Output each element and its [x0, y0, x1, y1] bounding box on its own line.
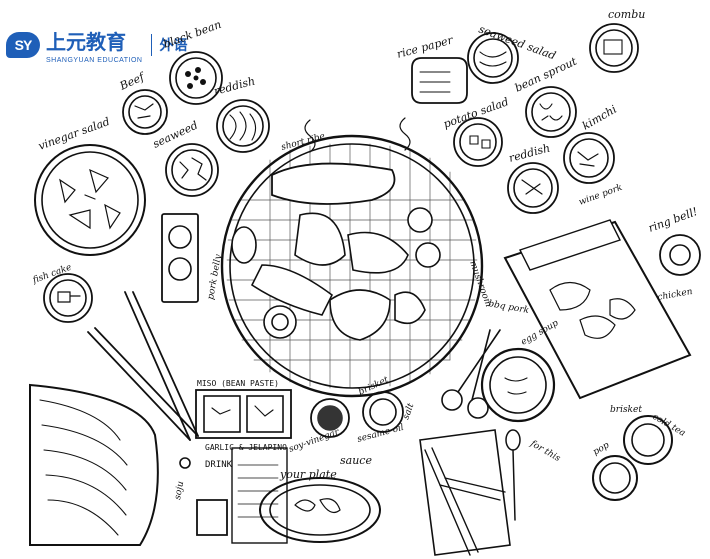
kimchi-dish — [563, 132, 615, 184]
label-miso: MISO (BEAN PASTE) — [197, 379, 279, 388]
label-brisket: brisket — [610, 405, 642, 415]
miso-garlic-tray — [195, 389, 292, 439]
meat-platter — [29, 383, 159, 546]
side-dish-seaweed — [165, 143, 219, 197]
pop-can — [592, 455, 638, 501]
label-reddish-right: reddish — [507, 141, 551, 164]
cold-tea-can — [623, 415, 673, 465]
label-short-rib: short ribe — [280, 132, 326, 153]
label-sauce: sauce — [340, 454, 372, 467]
sauce-tray-left — [161, 213, 199, 303]
side-dish-beef — [122, 89, 168, 135]
label-salt: salt — [401, 402, 416, 421]
tongs — [87, 291, 199, 441]
logo-chinese-name: 上元教育 — [46, 30, 126, 54]
reddish-dish-right — [507, 162, 559, 214]
soju-glass — [179, 457, 228, 536]
label-reddish: reddish — [212, 74, 256, 97]
sesame-oil-dish — [362, 391, 404, 433]
logo-mark: SY — [6, 32, 40, 58]
menu-card — [231, 447, 288, 544]
label-seaweed: seaweed — [151, 119, 200, 151]
label-chicken: chicken — [657, 287, 694, 303]
seaweed-salad-dish — [467, 32, 519, 84]
logo-divider — [150, 34, 152, 56]
your-plate — [259, 477, 381, 543]
label-bbq-pork: bbq pork — [487, 299, 529, 316]
label-wine-pork: wine pork — [578, 183, 624, 208]
label-sesame-oil: sesame oil — [356, 423, 405, 445]
label-your-plate: your plate — [279, 468, 337, 481]
label-garlic: GARLIC & JELAPINO — [205, 443, 287, 452]
label-for-this: for this — [528, 438, 563, 464]
side-dish-reddish — [216, 99, 270, 153]
spoon — [505, 429, 521, 521]
grill — [220, 117, 484, 398]
rice-paper-dish — [411, 57, 468, 104]
bean-sprout-dish — [525, 86, 577, 138]
label-kimchi: kimchi — [580, 103, 619, 133]
label-drink: DRINK — [205, 460, 233, 470]
side-dish-black-bean — [169, 51, 223, 105]
logo-subtitle: 外语 — [159, 38, 188, 54]
vinegar-salad-bowl — [34, 144, 146, 256]
logo-text: 上元教育 SHANGYUAN EDUCATION — [46, 26, 143, 64]
label-combu: combu — [608, 8, 645, 21]
label-potato-salad: potato salad — [442, 95, 511, 131]
bbq-pork-platter — [503, 219, 692, 400]
label-bean-sprout: bean sprout — [513, 54, 580, 94]
label-rice-paper: rice paper — [395, 33, 454, 61]
label-soju: soju — [173, 480, 186, 500]
ring-bell — [659, 234, 701, 276]
label-ring-bell: ring bell! — [647, 205, 700, 235]
logo-english-name: SHANGYUAN EDUCATION — [46, 57, 143, 64]
egg-soup-pot — [480, 347, 556, 423]
combu-dish — [589, 23, 639, 73]
scissors — [441, 329, 501, 419]
brand-logo: SY 上元教育 SHANGYUAN EDUCATION 外语 — [6, 26, 188, 64]
side-dish-fish-cake — [43, 273, 93, 323]
label-soy-vinegar: soy-vinegar — [288, 427, 342, 455]
soy-vinegar-dish — [310, 398, 350, 438]
napkin-chopsticks — [419, 429, 511, 556]
label-pop: pop — [592, 440, 612, 457]
potato-salad-dish — [453, 117, 503, 167]
label-black-bean: black bean — [162, 18, 223, 51]
